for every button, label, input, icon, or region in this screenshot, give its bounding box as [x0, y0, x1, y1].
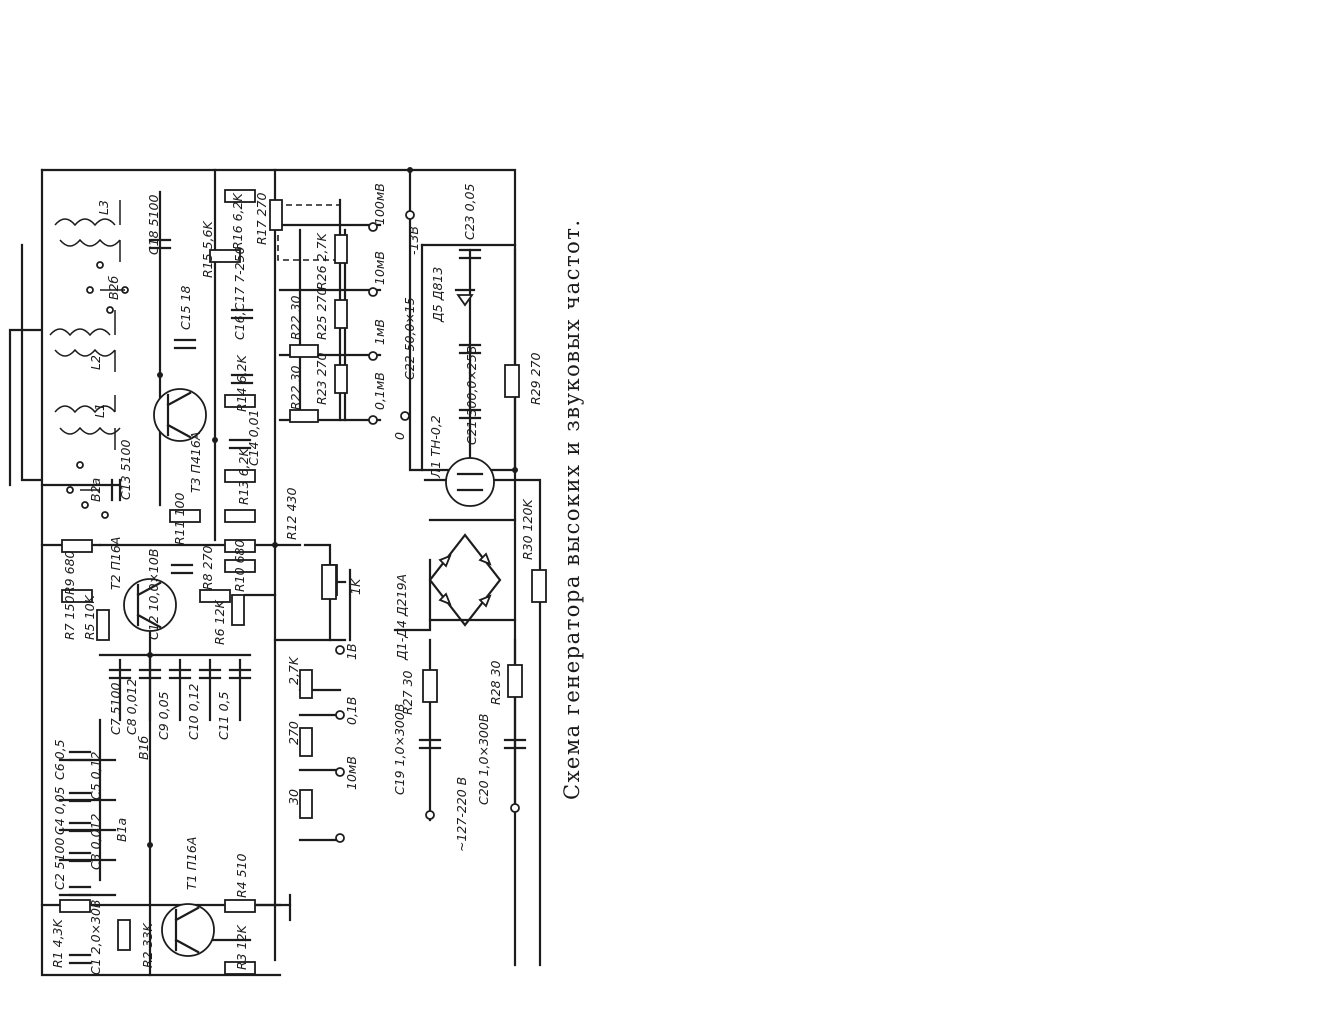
label-t1: T1 П16А: [184, 837, 199, 890]
label-c13: C13 5100: [118, 440, 133, 500]
label-l2: L2: [88, 355, 103, 370]
coil-l2: [49, 310, 116, 372]
label-r15: R15 5,6K: [200, 220, 215, 278]
capacitors: [68, 238, 527, 965]
resistors: [59, 189, 547, 975]
label-r22b: R22 30: [288, 365, 303, 410]
label-c1: C1 2,0×30В: [88, 900, 103, 976]
label-r16: R16 6,2K: [230, 192, 245, 250]
label-100mv: 100мВ: [372, 183, 387, 225]
label-c6: C6 0,5: [52, 739, 67, 780]
label-c3: C3 0,012: [88, 814, 103, 870]
label-r3: R3 12K: [234, 923, 249, 970]
label-r2: R2 33K: [140, 921, 155, 968]
label-1mv: 1мВ: [372, 319, 387, 345]
label-r8: R8 270: [200, 545, 215, 590]
transistor-t2: [123, 578, 177, 632]
label-d5: Д5 Д813: [430, 267, 445, 323]
transistor-t3: [153, 388, 207, 442]
label-pot: 1K: [348, 577, 363, 595]
label-bridge: Д1-Д4 Д219А: [394, 574, 409, 661]
label-r6: R6 12K: [212, 598, 227, 645]
label-r23: R23 270: [314, 353, 329, 405]
label-c16c17: C16,C17 7-250: [232, 246, 247, 340]
label-13v: -13В: [406, 226, 421, 255]
label-c5: C5 0,12: [88, 751, 103, 800]
potentiometer: [321, 564, 347, 600]
label-c21: C21 300,0×25В: [464, 346, 479, 445]
label-r30: R30 120K: [520, 498, 535, 560]
label-r25: R25 270: [314, 288, 329, 340]
label-r10: R10 680: [232, 540, 247, 592]
label-r28: R28 30: [488, 660, 503, 705]
label-r13: R13 6,2K: [236, 447, 251, 505]
label-r1: R1 4,3K: [50, 918, 65, 968]
terminals: [147, 167, 520, 848]
label-c15: C15 18: [178, 285, 193, 330]
label-b1b: B1б: [136, 735, 151, 760]
label-c8: C8 0,012: [124, 679, 139, 735]
label-t3: T3 П416А: [188, 432, 203, 493]
label-b2b: B2б: [106, 275, 121, 300]
label-c10: C10 0,12: [186, 684, 201, 740]
label-r27: R27 30: [400, 670, 415, 715]
label-l3: L3: [96, 200, 111, 215]
label-r9: R9 680: [62, 550, 77, 595]
label-c20: C20 1,0×300В: [476, 714, 491, 805]
label-div27k: 2,7K: [286, 655, 301, 685]
label-t2: T2 П16А: [108, 537, 123, 590]
label-c14: C14 0,01: [246, 410, 261, 466]
label-div270: 270: [286, 721, 301, 745]
diode-bridge: [428, 288, 502, 627]
label-10mvB: 10мВ: [344, 756, 359, 790]
label-1v: 1В: [344, 643, 359, 660]
label-r29: R29 270: [528, 353, 543, 405]
label-r22: R22 30: [288, 295, 303, 340]
label-b2a: B2a: [88, 478, 103, 502]
label-c4: C4 0,05: [52, 786, 67, 835]
labels: L3 C18 5100 B2б R15 5,6K R16 6,2K R17 27…: [50, 183, 543, 975]
label-b1a: B1a: [114, 818, 129, 842]
label-c19: C19 1,0×300В: [392, 704, 407, 795]
label-r12: R12 430: [284, 488, 299, 540]
label-div30: 30: [286, 789, 301, 805]
switch-b2: [66, 261, 129, 519]
label-r7: R7 150: [62, 595, 77, 640]
label-c11: C11 0,5: [216, 691, 231, 740]
figure-caption: Схема генератора высоких и звуковых част…: [560, 218, 584, 800]
label-c2: C2 5100: [52, 837, 67, 890]
label-r11: R11 100: [172, 493, 187, 545]
label-c12: C12 10,0×10В: [146, 549, 161, 640]
label-c9: C9 0,05: [156, 691, 171, 740]
label-r17: R17 270: [254, 193, 269, 245]
label-lamp: Л1 ТН-0,2: [428, 415, 443, 479]
label-r14: R14 6,2K: [234, 354, 249, 412]
label-r5: R5 10K: [82, 593, 97, 640]
coil-l1: [54, 395, 121, 450]
label-c7: C7 5100: [108, 682, 123, 735]
label-c22: C22 50,0×15: [402, 297, 417, 380]
label-0: 0: [392, 432, 407, 440]
transistor-t1: [161, 903, 215, 957]
coil-l3: [54, 200, 121, 262]
label-r26: R26 2,7K: [314, 232, 329, 290]
label-01v: 0,1В: [344, 697, 359, 725]
label-01mv: 0,1мВ: [372, 372, 387, 410]
label-10mv: 10мВ: [372, 251, 387, 285]
label-mains: ~127-220 В: [454, 777, 469, 852]
label-l1: L1: [92, 403, 107, 418]
lamp-tn02: [445, 457, 495, 507]
label-c18: C18 5100: [146, 195, 161, 255]
label-r4: R4 510: [234, 853, 249, 898]
label-c23: C23 0,05: [462, 184, 477, 240]
